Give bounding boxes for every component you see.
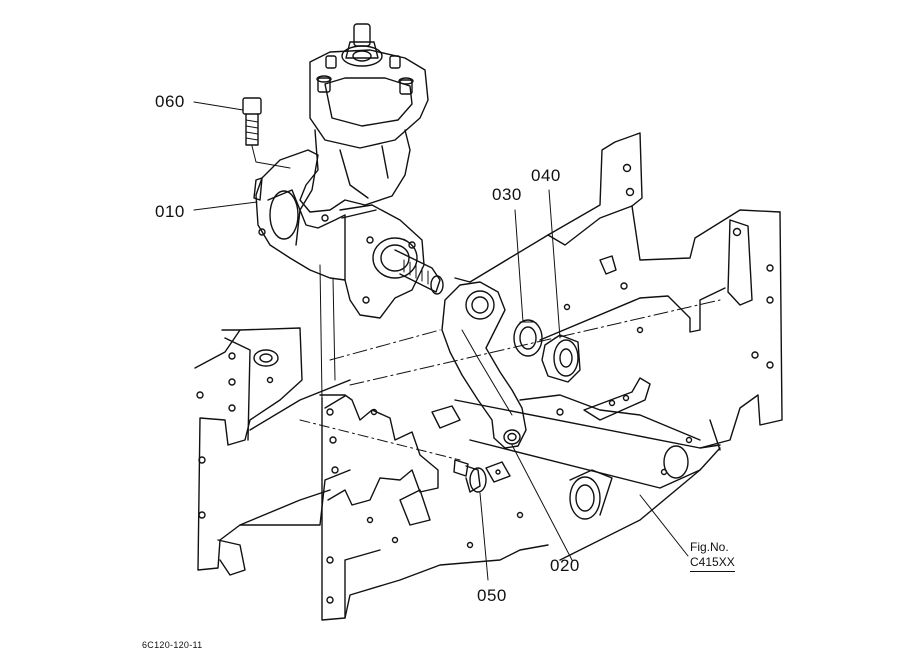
callout-030: 030 — [492, 185, 522, 204]
pitman-arm — [441, 281, 527, 449]
figure-reference: Fig.No. C415XX — [690, 540, 735, 572]
callout-020: 020 — [550, 556, 580, 575]
steering-gear-box — [253, 23, 444, 399]
callout-050: 050 — [477, 586, 507, 605]
nut-040 — [541, 334, 581, 383]
callout-060: 060 — [155, 92, 185, 111]
bolt-060 — [242, 97, 291, 169]
figure-code: C415XX — [690, 555, 735, 572]
washer-030 — [513, 319, 543, 357]
callout-010: 010 — [155, 202, 185, 221]
flange-bolts — [316, 55, 414, 95]
figure-label: Fig.No. — [690, 540, 729, 554]
drawing-number: 6C120-120-11 — [142, 640, 203, 650]
main-frame — [454, 132, 783, 561]
left-side-plates — [194, 299, 721, 621]
callout-leaders — [193, 101, 689, 581]
bolt-050 — [453, 459, 511, 493]
callout-040: 040 — [531, 166, 561, 185]
